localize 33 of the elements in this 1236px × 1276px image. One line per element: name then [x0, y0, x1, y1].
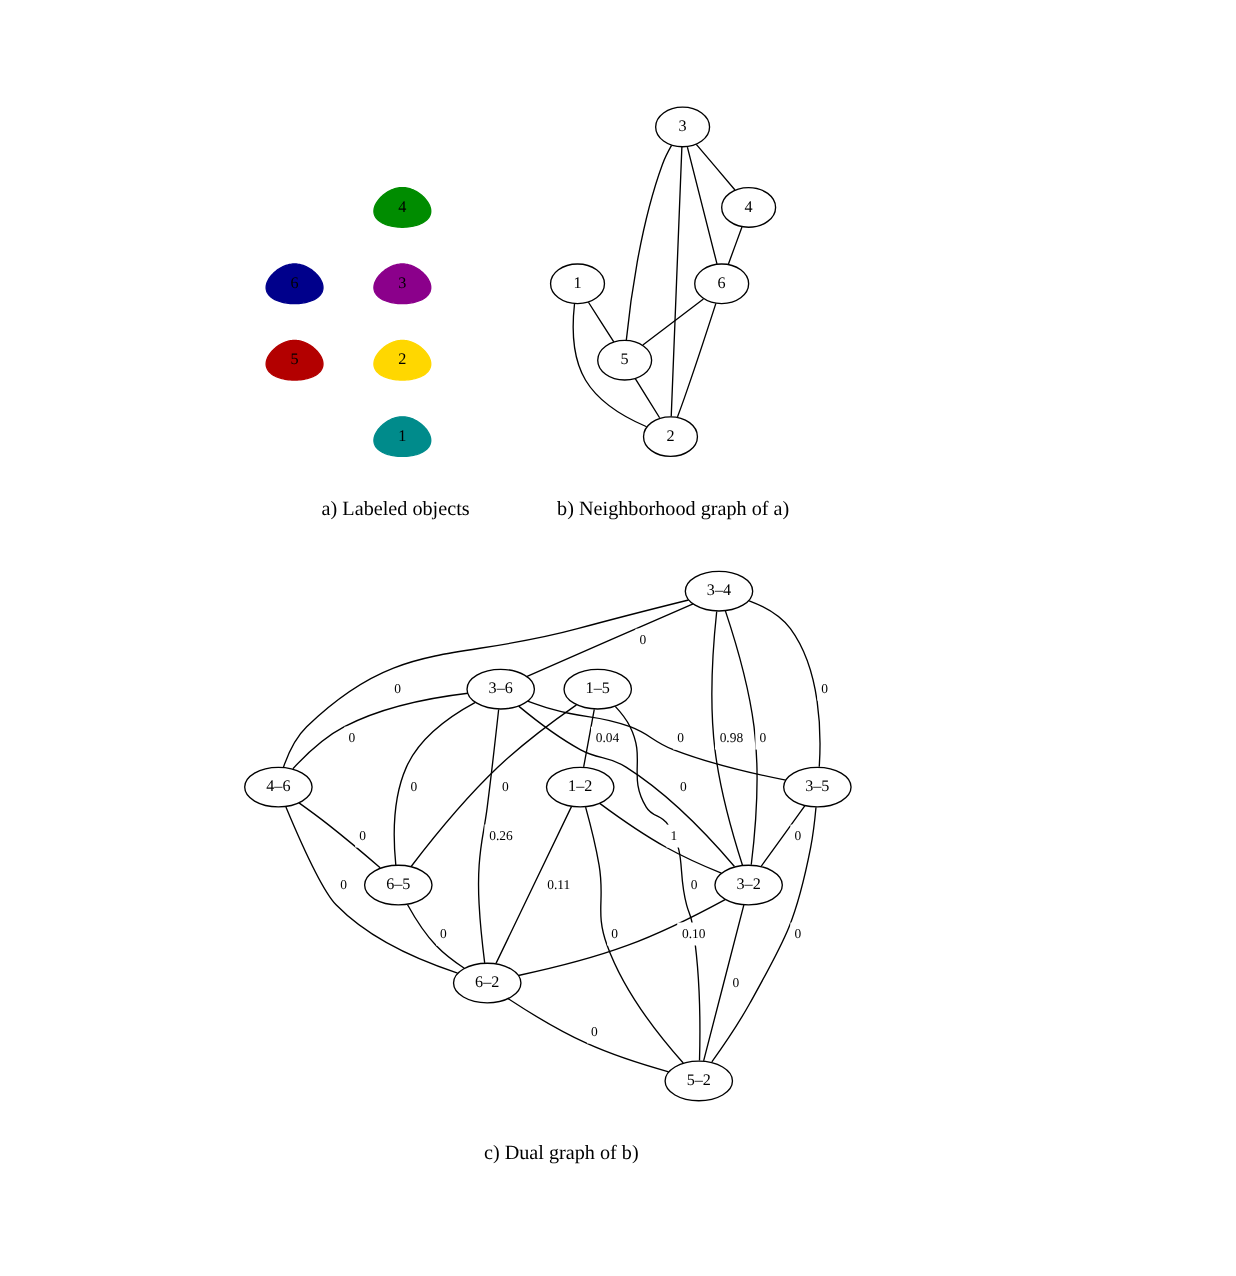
connector — [587, 300, 615, 342]
label: b) Neighborhood graph of a) — [557, 497, 790, 520]
connector — [518, 704, 736, 867]
label: a) Labeled objects — [321, 497, 470, 520]
connector — [599, 801, 723, 873]
connector — [406, 903, 465, 968]
connector — [517, 897, 726, 976]
connector — [676, 301, 717, 417]
connector — [634, 377, 661, 418]
connector — [702, 903, 745, 1061]
connector — [642, 297, 705, 345]
connector — [507, 997, 670, 1072]
connector — [477, 707, 500, 963]
connector — [410, 703, 578, 867]
connector — [670, 145, 683, 417]
connector — [393, 700, 476, 865]
connector — [285, 805, 459, 973]
connector — [760, 804, 806, 867]
connector — [686, 145, 718, 264]
connector — [525, 602, 694, 677]
connector — [526, 699, 787, 780]
connector — [711, 805, 817, 1062]
label: c) Dual graph of b) — [483, 1141, 639, 1164]
connector — [298, 801, 381, 868]
connector — [747, 598, 821, 767]
connector — [292, 691, 469, 769]
connector — [572, 302, 648, 427]
connector — [711, 609, 744, 865]
connector — [625, 143, 673, 340]
connector — [727, 225, 743, 264]
connector — [695, 142, 736, 190]
connector — [724, 609, 758, 865]
connector — [583, 707, 595, 767]
